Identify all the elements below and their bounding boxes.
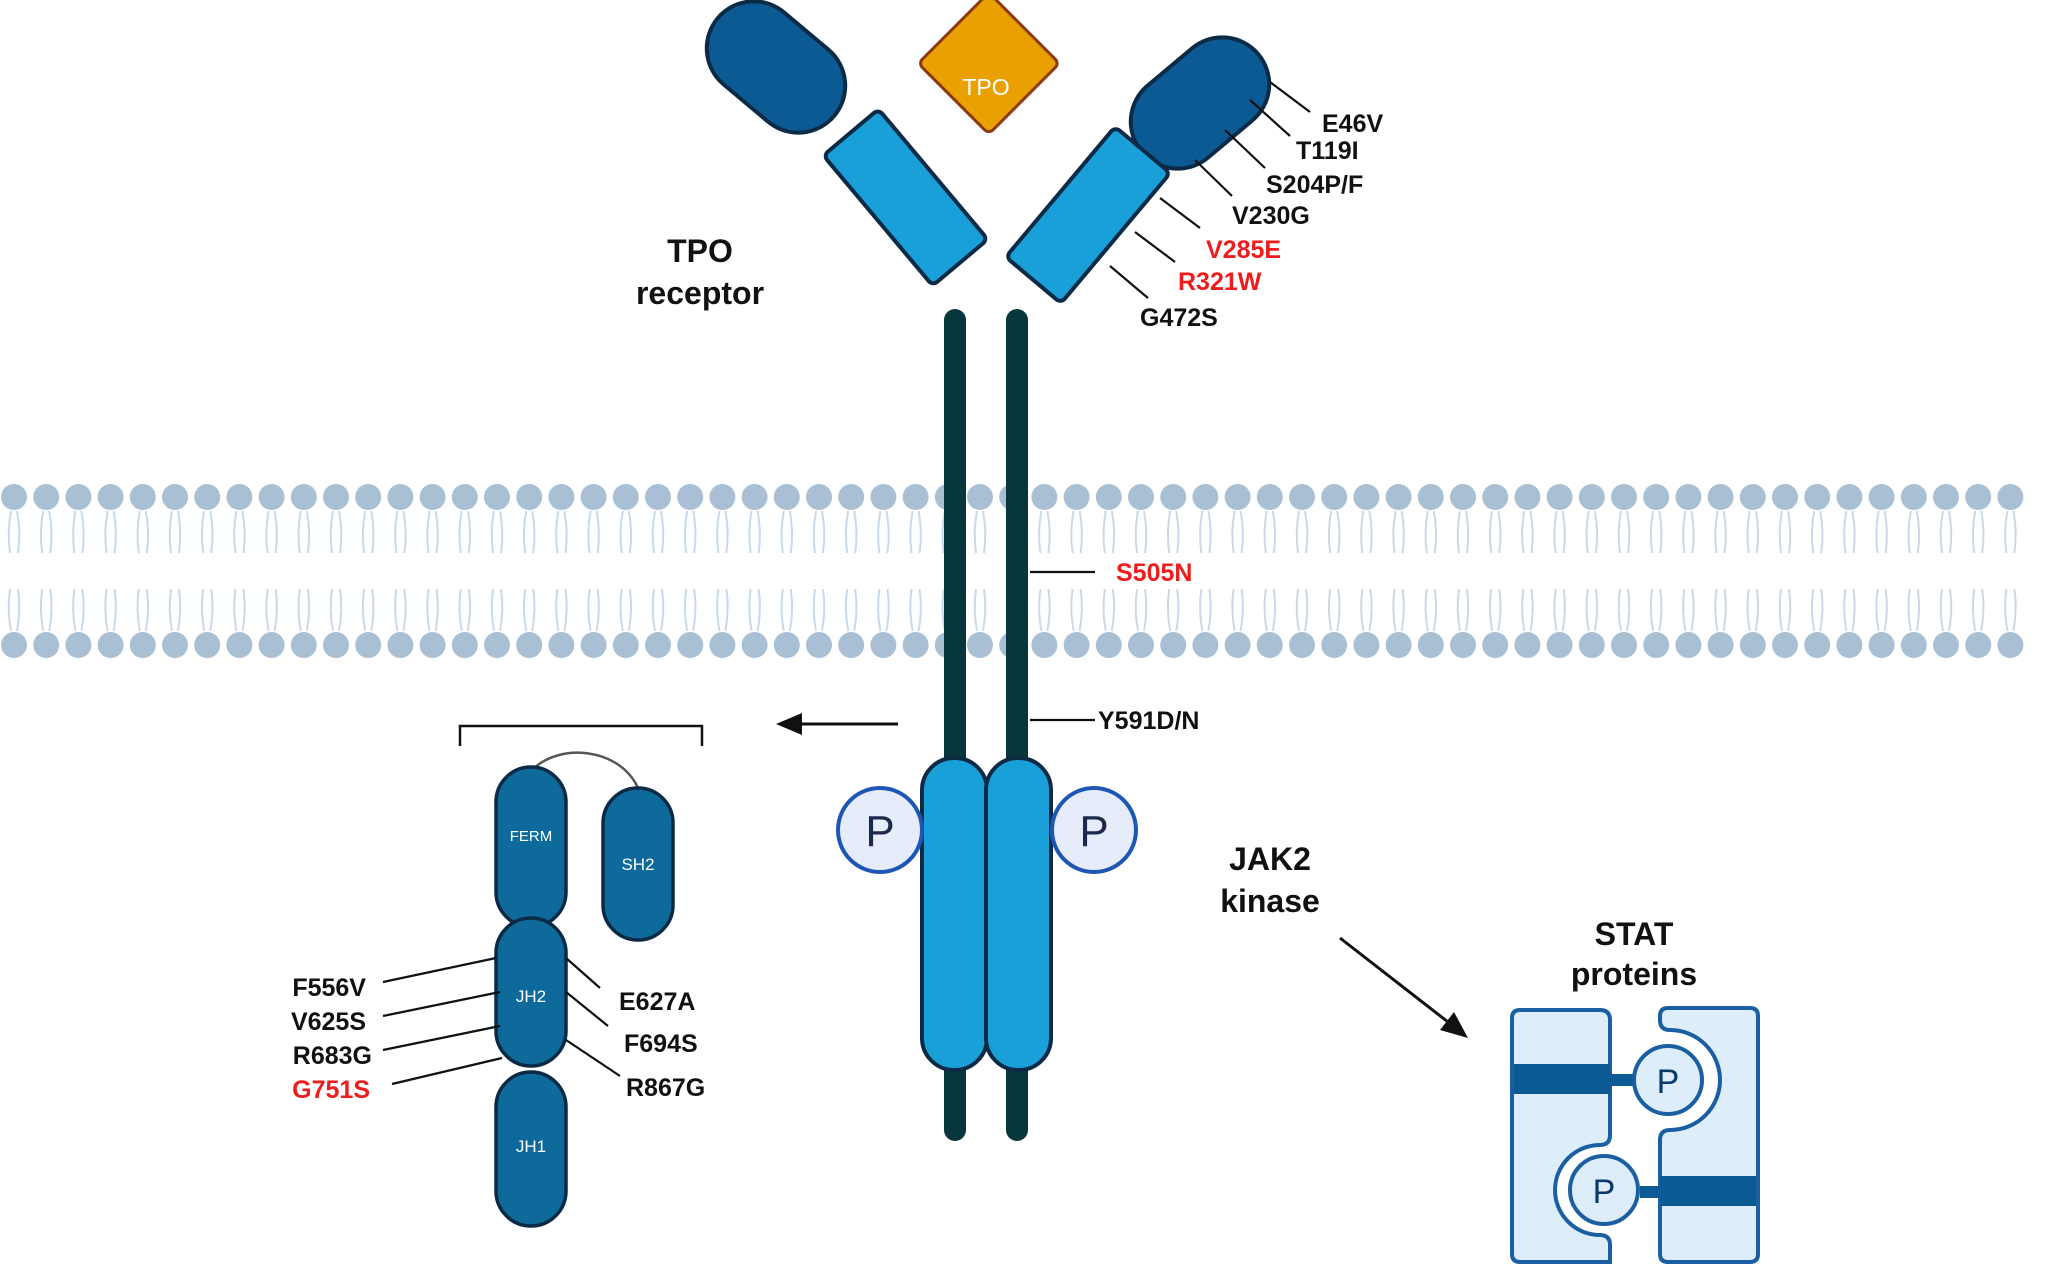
arrow-to-jak2: [776, 713, 898, 735]
cell-membrane: [1, 484, 2024, 658]
jak2-bracket: [458, 724, 704, 746]
stat-phospho-upper: P: [1632, 1044, 1704, 1116]
ferm-label: FERM: [510, 828, 553, 845]
stat-title-line2: proteins: [1571, 956, 1697, 992]
stat-phospho-lower: P: [1568, 1154, 1640, 1226]
jak2-jh1-domain: JH1: [494, 1070, 568, 1228]
stat-title-line1: STAT: [1595, 916, 1674, 952]
receptor-title-line1: TPO: [667, 233, 733, 269]
phospho-label: P: [865, 807, 894, 856]
jak2-title-line2: kinase: [1220, 883, 1320, 919]
jak2-sh2-domain: SH2: [601, 786, 675, 942]
jak2-title-line1: JAK2: [1229, 841, 1311, 877]
mutation-label-r683g: R683G: [293, 1042, 372, 1070]
stat-band-right: [1660, 1176, 1756, 1206]
jak2-jh2-domain: JH2: [494, 916, 568, 1068]
mutation-label-f694s: F694S: [624, 1030, 698, 1058]
receptor-mutation-leaders: [1030, 81, 1311, 722]
receptor-proximal-domain-right: [1006, 127, 1170, 303]
jh2-label: JH2: [516, 987, 546, 1006]
mutation-label-s505n: S505N: [1116, 559, 1192, 587]
mutation-label-e627a: E627A: [619, 988, 695, 1016]
stat-band-left: [1514, 1064, 1610, 1094]
mutation-label-g751s: G751S: [292, 1076, 370, 1104]
phospho-circle-left: P: [836, 786, 924, 874]
stat-phospho-label: P: [1657, 1063, 1680, 1101]
mutation-label-e46v: E46V: [1322, 110, 1383, 138]
phospho-circle-right: P: [1050, 786, 1138, 874]
mutation-label-s204pf: S204P/F: [1266, 171, 1363, 199]
jak2-ferm-domain: FERM: [494, 765, 568, 929]
mutation-label-t119i: T119I: [1296, 137, 1359, 165]
receptor-distal-domain-left: [704, 0, 848, 135]
tpo-ligand-label: TPO: [962, 74, 1009, 100]
intracellular-domain-left: [920, 756, 989, 1072]
mutation-label-v625s: V625S: [291, 1008, 366, 1036]
jak2-linker: [531, 751, 640, 789]
mutation-label-v285e: V285E: [1206, 236, 1281, 264]
intracellular-domain-right: [984, 756, 1053, 1072]
stat-phospho-label: P: [1593, 1173, 1616, 1211]
tpo-ligand: TPO: [919, 0, 1059, 134]
phospho-label: P: [1079, 807, 1108, 856]
tpo-receptor-right-arm: [1006, 35, 1272, 303]
mutation-label-r867g: R867G: [626, 1074, 705, 1102]
mutation-label-f556v: F556V: [292, 974, 366, 1002]
receptor-title-line2: receptor: [636, 275, 764, 311]
mutation-label-r321w: R321W: [1178, 268, 1262, 296]
tpo-receptor-left-arm: [704, 0, 988, 286]
mutation-label-v230g: V230G: [1232, 202, 1310, 230]
jak2-mutation-leaders: [382, 956, 621, 1086]
mutation-label-g472s: G472S: [1140, 304, 1218, 332]
sh2-label: SH2: [621, 855, 654, 874]
receptor-proximal-domain-left: [823, 109, 988, 286]
stat-dimer: P P: [1510, 1006, 1760, 1264]
mutation-label-y591dn: Y591D/N: [1098, 707, 1199, 735]
arrow-to-stat: [1339, 936, 1468, 1038]
jh1-label: JH1: [516, 1137, 546, 1156]
